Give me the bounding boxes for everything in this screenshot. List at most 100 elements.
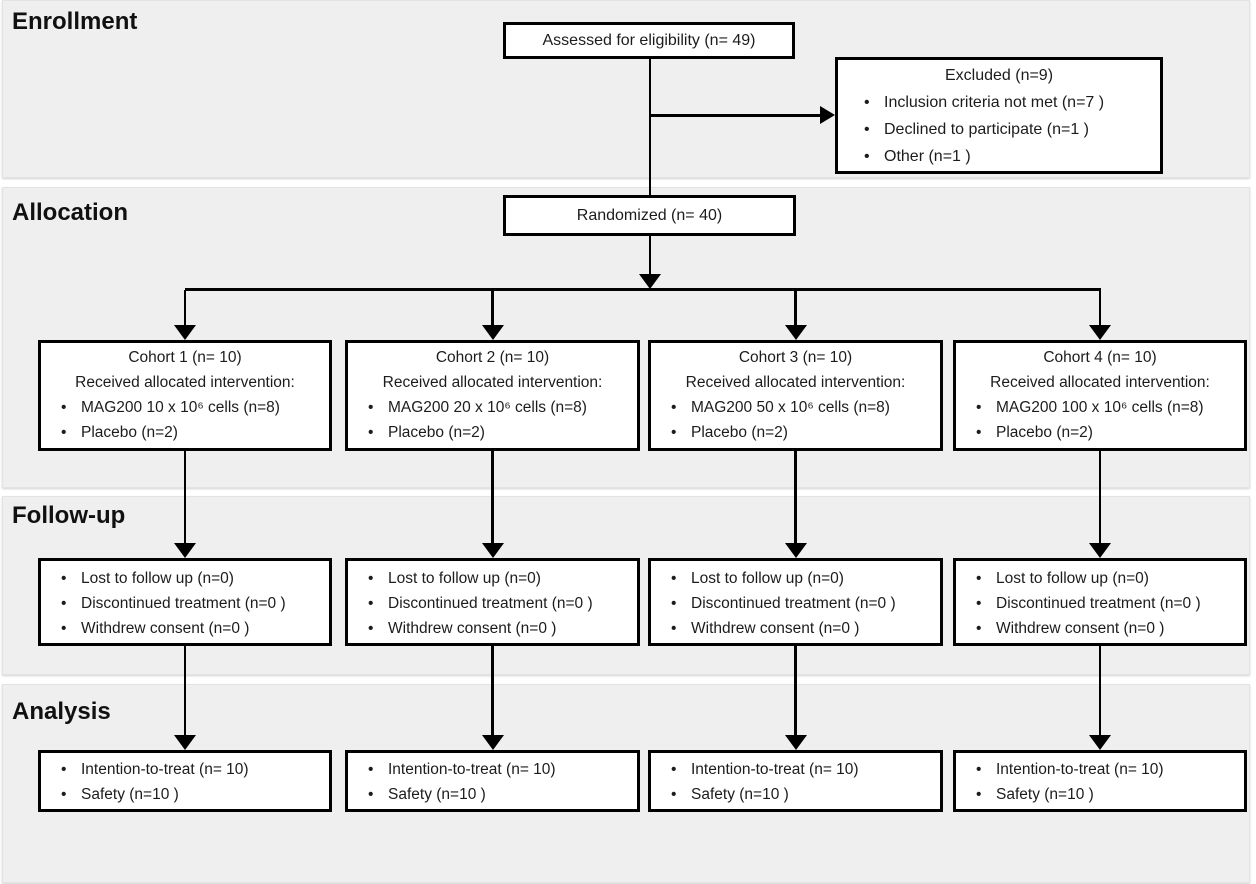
list-item: Discontinued treatment (n=0 ) xyxy=(970,591,1244,616)
distribution-hub-line xyxy=(185,288,1101,291)
list-item: Withdrew consent (n=0 ) xyxy=(970,616,1244,641)
followup-box-2: Lost to follow up (n=0) Discontinued tre… xyxy=(345,558,640,646)
cohort-box-3: Cohort 3 (n= 10) Received allocated inte… xyxy=(648,340,943,451)
followup-box-1: Lost to follow up (n=0) Discontinued tre… xyxy=(38,558,332,646)
list-item: Intention-to-treat (n= 10) xyxy=(55,757,329,782)
list-item: Withdrew consent (n=0 ) xyxy=(362,616,637,641)
connector-cohort1-followup-arrowhead xyxy=(174,543,196,558)
connector-followup3-analysis-arrowhead xyxy=(784,735,807,750)
cohort-subtitle: Received allocated intervention: xyxy=(685,374,906,391)
list-item: Safety (n=10 ) xyxy=(55,782,329,807)
cohort-list: MAG200 10 x 10⁶ cells (n=8) Placebo (n=2… xyxy=(41,395,329,445)
list-item: MAG200 10 x 10⁶ cells (n=8) xyxy=(55,395,329,420)
randomized-box: Randomized (n= 40) xyxy=(503,195,796,236)
list-item: Other (n=1 ) xyxy=(858,143,1154,170)
section-label-allocation: Allocation xyxy=(12,199,129,226)
connector-cohort4-followup-arrowhead xyxy=(1089,543,1111,558)
cohort-box-1: Cohort 1 (n= 10) Received allocated inte… xyxy=(38,340,332,451)
cohort-subtitle: Received allocated intervention: xyxy=(75,374,295,391)
analysis-list: Intention-to-treat (n= 10) Safety (n=10 … xyxy=(956,757,1244,807)
list-item: Placebo (n=2) xyxy=(665,420,940,445)
followup-list: Lost to follow up (n=0) Discontinued tre… xyxy=(651,566,940,641)
cohort-box-4: Cohort 4 (n= 10) Received allocated inte… xyxy=(953,340,1247,451)
followup-list: Lost to follow up (n=0) Discontinued tre… xyxy=(348,566,637,641)
connector-cohort2-followup-line xyxy=(491,451,494,543)
connector-cohort3-followup-line xyxy=(794,451,797,543)
list-item: Safety (n=10 ) xyxy=(970,782,1244,807)
list-item: Discontinued treatment (n=0 ) xyxy=(665,591,940,616)
analysis-list: Intention-to-treat (n= 10) Safety (n=10 … xyxy=(41,757,329,807)
connector-cohort4-followup-line xyxy=(1098,451,1102,543)
section-label-followup: Follow-up xyxy=(12,502,126,529)
analysis-box-1: Intention-to-treat (n= 10) Safety (n=10 … xyxy=(38,750,332,812)
list-item: Placebo (n=2) xyxy=(55,420,329,445)
connector-assessed-randomized-line xyxy=(648,59,652,195)
list-item: Intention-to-treat (n= 10) xyxy=(970,757,1244,782)
list-item: Discontinued treatment (n=0 ) xyxy=(362,591,637,616)
list-item: Intention-to-treat (n= 10) xyxy=(665,757,940,782)
cohort-list: MAG200 100 x 10⁶ cells (n=8) Placebo (n=… xyxy=(956,395,1244,445)
analysis-list: Intention-to-treat (n= 10) Safety (n=10 … xyxy=(348,757,637,807)
cohort-title: Cohort 3 (n= 10) xyxy=(738,349,853,366)
randomized-label: Randomized (n= 40) xyxy=(576,207,723,224)
list-item: Lost to follow up (n=0) xyxy=(362,566,637,591)
connector-randomized-hub-line xyxy=(648,236,652,274)
analysis-list: Intention-to-treat (n= 10) Safety (n=10 … xyxy=(651,757,940,807)
excluded-list: Inclusion criteria not met (n=7 ) Declin… xyxy=(844,89,1154,170)
cohort-list: MAG200 50 x 10⁶ cells (n=8) Placebo (n=2… xyxy=(651,395,940,445)
followup-list: Lost to follow up (n=0) Discontinued tre… xyxy=(956,566,1244,641)
list-item: Withdrew consent (n=0 ) xyxy=(665,616,940,641)
list-item: Declined to participate (n=1 ) xyxy=(858,116,1154,143)
connector-cohort1-followup-line xyxy=(183,451,187,543)
cohort-title: Cohort 4 (n= 10) xyxy=(1043,349,1157,366)
list-item: Safety (n=10 ) xyxy=(665,782,940,807)
connector-cohort2-followup-arrowhead xyxy=(481,543,504,558)
list-item: Inclusion criteria not met (n=7 ) xyxy=(858,89,1154,116)
connector-followup3-analysis-line xyxy=(794,646,797,735)
cohort-subtitle: Received allocated intervention: xyxy=(382,374,603,391)
excluded-box: Excluded (n=9) Inclusion criteria not me… xyxy=(835,57,1163,174)
excluded-title: Excluded (n=9) xyxy=(944,67,1054,84)
cohort-subtitle: Received allocated intervention: xyxy=(990,374,1210,391)
cohort-title: Cohort 2 (n= 10) xyxy=(435,349,550,366)
list-item: Intention-to-treat (n= 10) xyxy=(362,757,637,782)
connector-hub-cohort1-line xyxy=(183,290,187,325)
connector-hub-cohort1-arrowhead xyxy=(174,325,196,340)
list-item: Discontinued treatment (n=0 ) xyxy=(55,591,329,616)
followup-list: Lost to follow up (n=0) Discontinued tre… xyxy=(41,566,329,641)
list-item: Withdrew consent (n=0 ) xyxy=(55,616,329,641)
list-item: Lost to follow up (n=0) xyxy=(665,566,940,591)
connector-randomized-hub-arrowhead xyxy=(639,274,661,289)
cohort-box-2: Cohort 2 (n= 10) Received allocated inte… xyxy=(345,340,640,451)
connector-followup4-analysis-arrowhead xyxy=(1089,735,1111,750)
connector-cohort3-followup-arrowhead xyxy=(784,543,807,558)
connector-hub-cohort2-arrowhead xyxy=(481,325,504,340)
analysis-box-3: Intention-to-treat (n= 10) Safety (n=10 … xyxy=(648,750,943,812)
analysis-box-4: Intention-to-treat (n= 10) Safety (n=10 … xyxy=(953,750,1247,812)
connector-excluded-line xyxy=(650,114,820,117)
connector-hub-cohort4-line xyxy=(1098,290,1102,325)
list-item: MAG200 50 x 10⁶ cells (n=8) xyxy=(665,395,940,420)
connector-followup2-analysis-arrowhead xyxy=(481,735,504,750)
list-item: Lost to follow up (n=0) xyxy=(970,566,1244,591)
list-item: Lost to follow up (n=0) xyxy=(55,566,329,591)
connector-hub-cohort3-line xyxy=(794,290,797,325)
list-item: Safety (n=10 ) xyxy=(362,782,637,807)
connector-followup4-analysis-line xyxy=(1098,646,1102,735)
connector-followup2-analysis-line xyxy=(491,646,494,735)
connector-hub-cohort2-line xyxy=(491,290,494,325)
connector-excluded-arrowhead xyxy=(820,106,835,124)
cohort-list: MAG200 20 x 10⁶ cells (n=8) Placebo (n=2… xyxy=(348,395,637,445)
section-label-analysis: Analysis xyxy=(12,698,111,725)
connector-followup1-analysis-arrowhead xyxy=(174,735,196,750)
followup-box-4: Lost to follow up (n=0) Discontinued tre… xyxy=(953,558,1247,646)
connector-followup1-analysis-line xyxy=(183,646,187,735)
connector-hub-cohort3-arrowhead xyxy=(784,325,807,340)
followup-box-3: Lost to follow up (n=0) Discontinued tre… xyxy=(648,558,943,646)
list-item: MAG200 100 x 10⁶ cells (n=8) xyxy=(970,395,1244,420)
cohort-title: Cohort 1 (n= 10) xyxy=(128,349,242,366)
assessed-eligibility-label: Assessed for eligibility (n= 49) xyxy=(542,32,756,49)
list-item: Placebo (n=2) xyxy=(970,420,1244,445)
analysis-box-2: Intention-to-treat (n= 10) Safety (n=10 … xyxy=(345,750,640,812)
